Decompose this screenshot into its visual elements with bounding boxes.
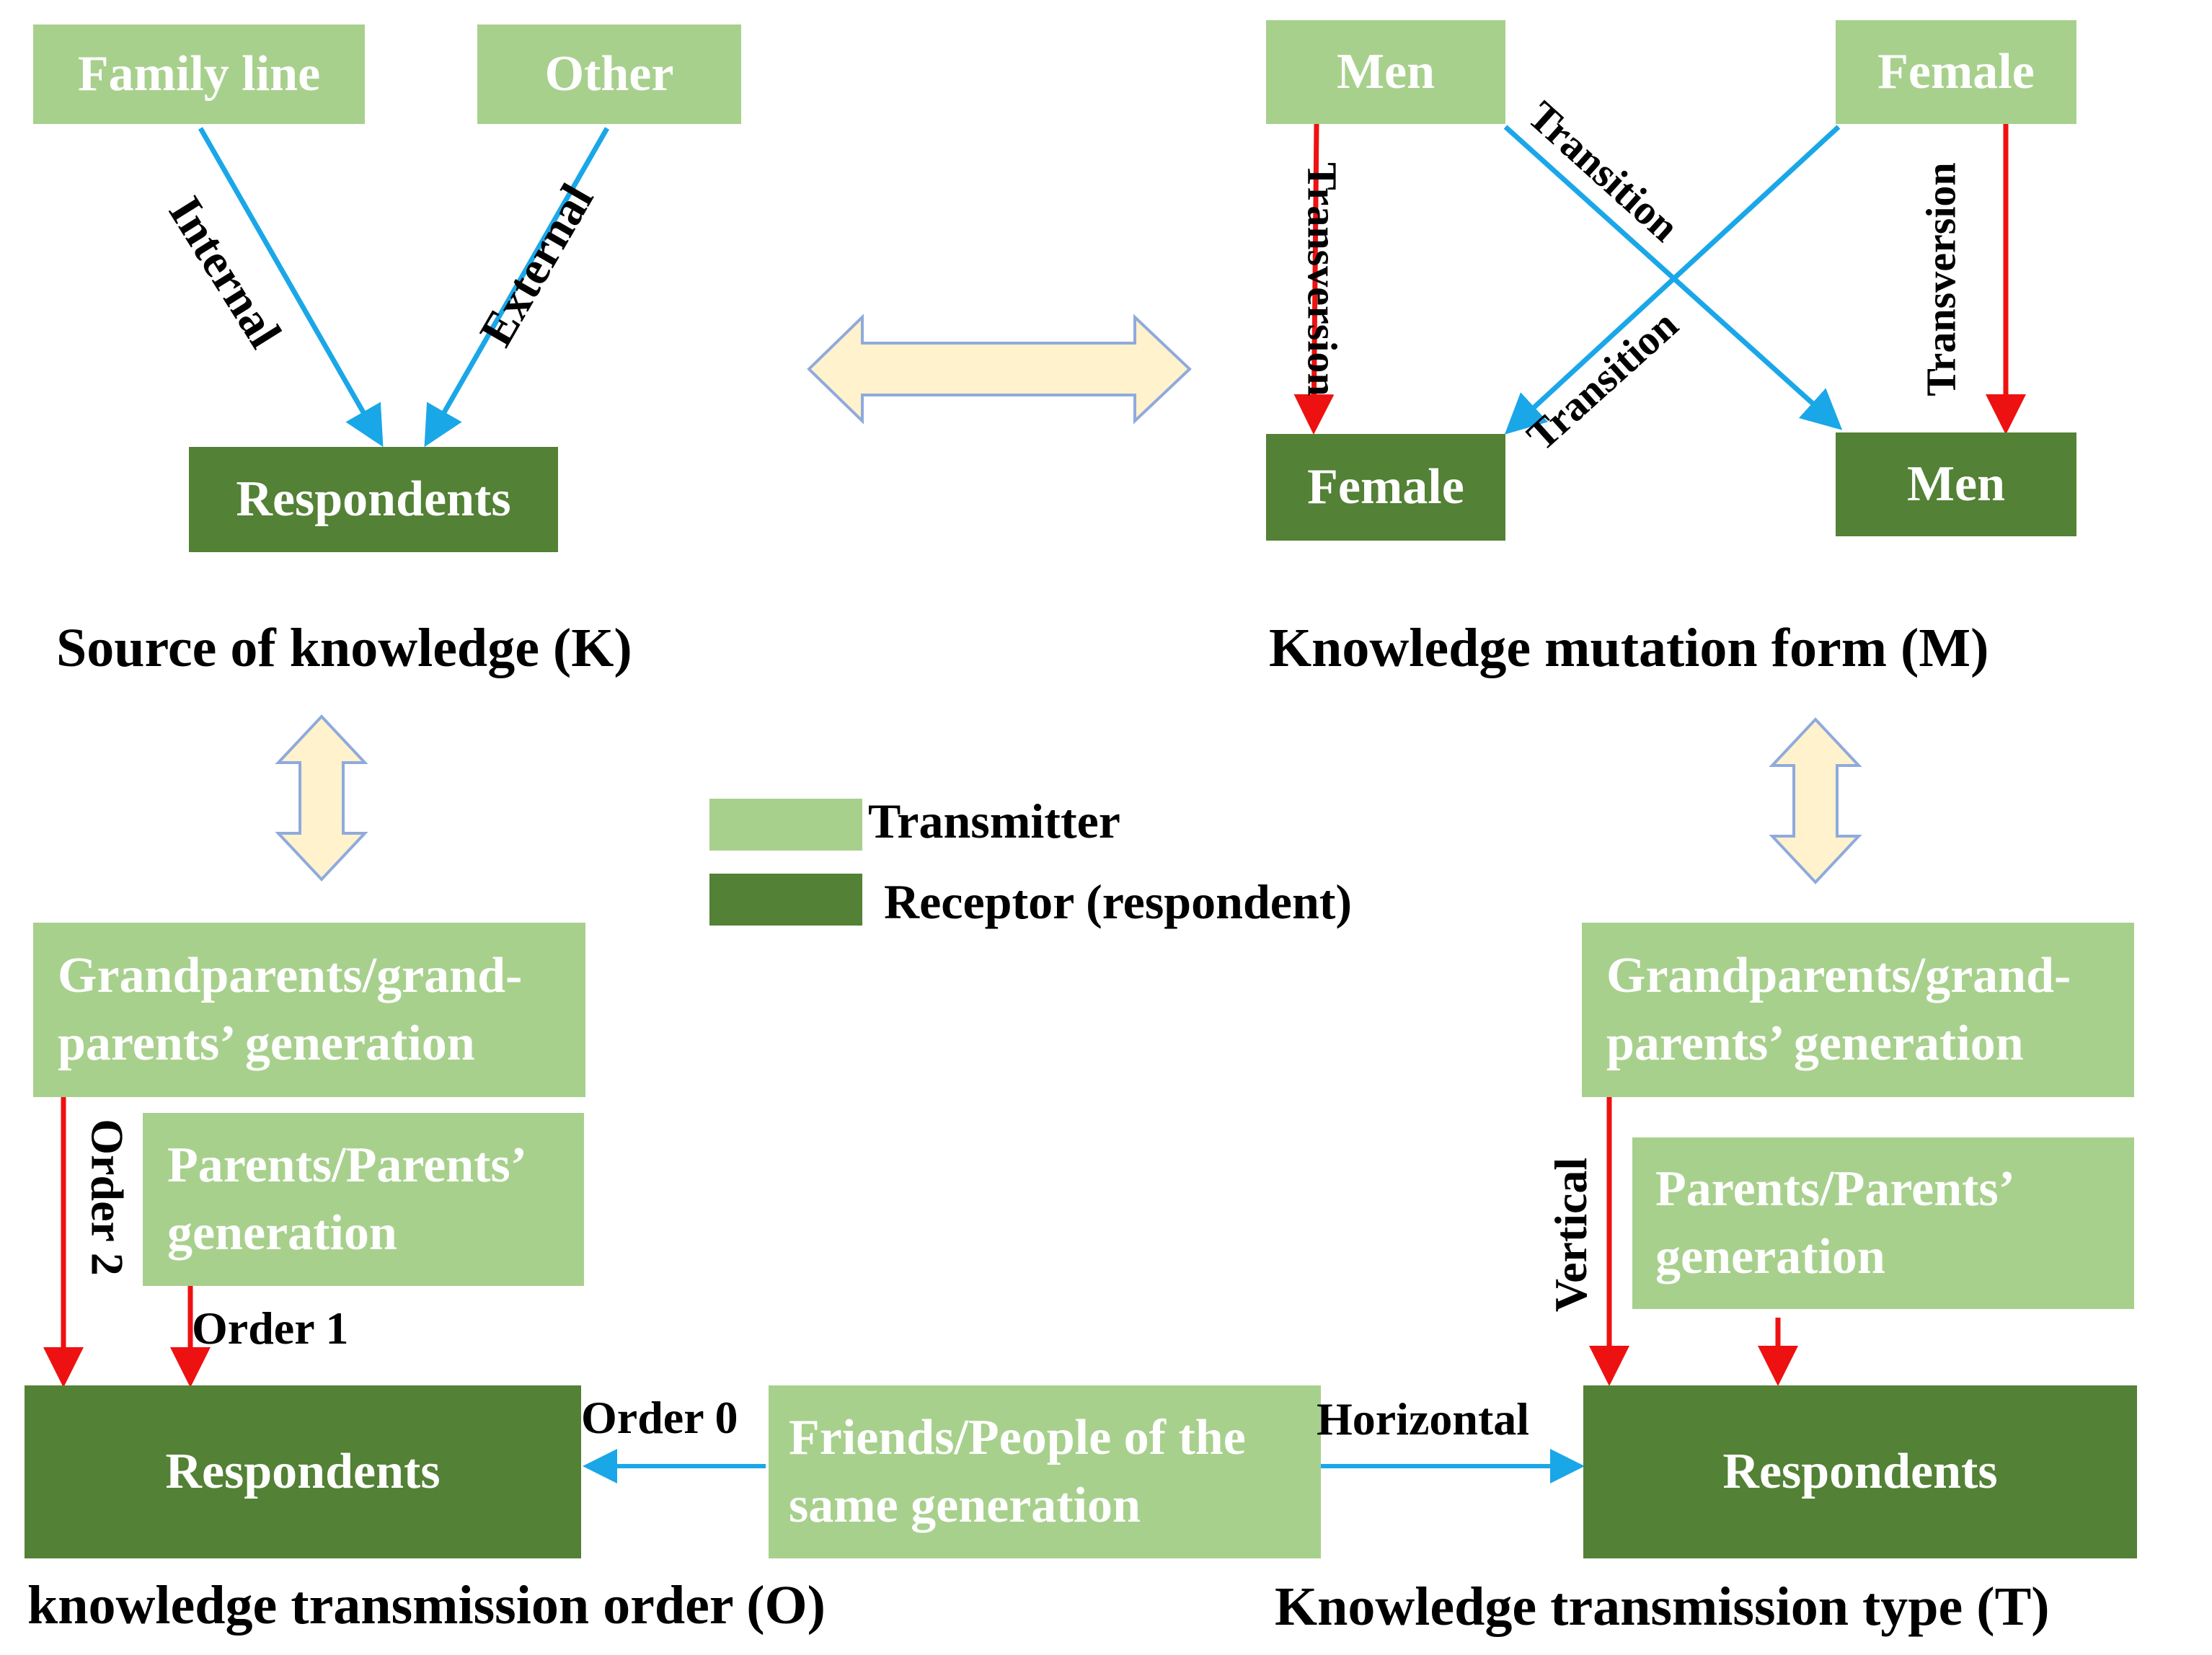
order1-label: Order 1 — [192, 1303, 349, 1354]
men-box-top: Men — [1266, 20, 1505, 124]
parents-box-o: Parents/Parents’ generation — [143, 1113, 584, 1286]
legend-label-transmitter: Transmitter — [868, 794, 1120, 848]
grandparents-box-o: Grandparents/grand-parents’ generation — [33, 923, 585, 1097]
respondents-box-k: Respondents — [189, 447, 558, 552]
caption-knowledge-mutation-form: Knowledge mutation form (M) — [1269, 618, 1989, 678]
horizontal-label: Horizontal — [1317, 1393, 1530, 1445]
transition-arrow-men-to-men — [1503, 125, 1843, 430]
order0-label: Order 0 — [581, 1392, 738, 1443]
legend-label-receptor: Receptor (respondent) — [884, 874, 1353, 929]
other-box: Other — [477, 25, 741, 124]
female-box-top: Female — [1836, 20, 2076, 124]
respondents-box-t: Respondents — [1583, 1385, 2137, 1558]
caption-knowledge-transmission-type: Knowledge transmission type (T) — [1275, 1576, 2050, 1637]
men-box-bottom: Men — [1836, 432, 2076, 536]
friends-box: Friends/People of the same generation — [769, 1385, 1321, 1558]
transversion-label-left: Transversion — [1299, 162, 1346, 396]
legend-swatch-transmitter — [709, 799, 862, 851]
grandparents-box-t: Grandparents/grand-parents’ generation — [1582, 923, 2134, 1097]
internal-arrow — [198, 127, 384, 448]
caption-source-of-knowledge: Source of knowledge (K) — [56, 618, 632, 678]
female-box-bottom: Female — [1266, 434, 1505, 541]
transition-arrow-female-to-female — [1504, 125, 1841, 435]
legend-swatch-receptor — [709, 874, 862, 926]
respondents-box-o: Respondents — [25, 1385, 581, 1558]
family-line-box: Family line — [33, 25, 365, 124]
double-arrow-right-vertical — [1769, 717, 1862, 884]
external-arrow — [424, 127, 610, 448]
transversion-label-right: Transversion — [1917, 162, 1965, 396]
order2-label: Order 2 — [81, 1119, 133, 1276]
transversion-arrow-left — [1293, 123, 1335, 435]
double-arrow-horizontal — [807, 314, 1192, 425]
caption-knowledge-transmission-order: knowledge transmission order (O) — [27, 1575, 826, 1636]
parents-box-t: Parents/Parents’ generation — [1632, 1137, 2134, 1309]
vertical-label: Vertical — [1545, 1157, 1597, 1313]
double-arrow-left-vertical — [275, 714, 368, 882]
